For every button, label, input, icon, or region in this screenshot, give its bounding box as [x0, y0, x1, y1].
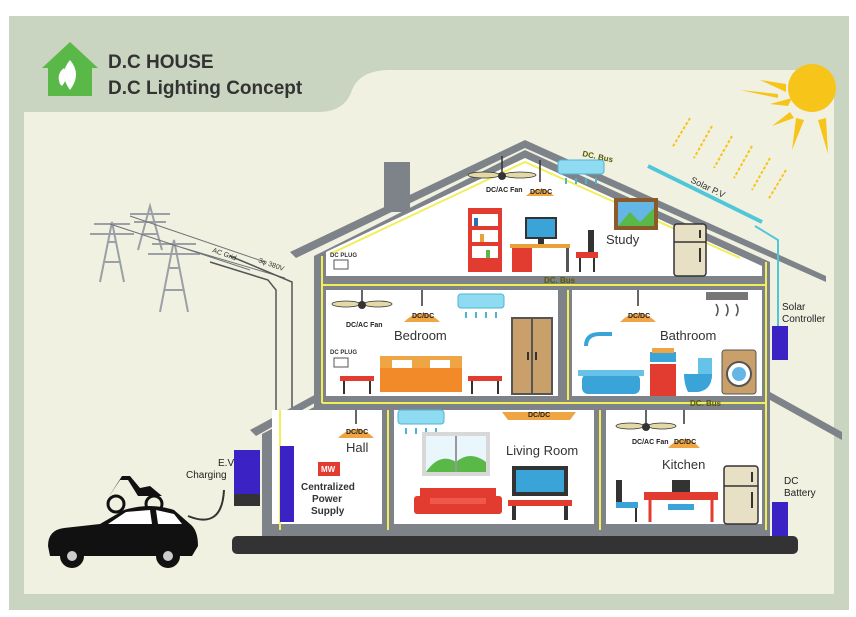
- dc-battery-label-2: Battery: [784, 488, 816, 499]
- ceiling-lamp-living-icon: [502, 412, 576, 420]
- ceiling-lamp-bedroom-icon: [404, 290, 440, 322]
- lamp-hall-label: DC/DC: [346, 429, 368, 436]
- ceiling-fan-bedroom-icon: [331, 290, 393, 309]
- bathroom-cabinet-icon: [650, 348, 676, 396]
- dining-table-icon: [616, 480, 718, 522]
- bed-icon: [380, 356, 462, 392]
- dc-bus-mid-label: DC. Bus: [544, 276, 576, 285]
- dc-plug-attic-icon: [333, 259, 349, 270]
- room-label-hall: Hall: [346, 440, 369, 455]
- refrigerator-attic-icon: [673, 223, 707, 277]
- wall-picture-icon: [614, 198, 658, 230]
- sofa-icon: [414, 488, 502, 514]
- exhaust-fan-icon: [706, 292, 748, 317]
- fan-kitchen-label: DC/AC Fan: [632, 439, 669, 446]
- ev-charger-icon: [234, 450, 260, 498]
- air-conditioner-bedroom-icon: [457, 293, 505, 318]
- room-label-bathroom: Bathroom: [660, 328, 716, 343]
- house-logo-icon: [42, 42, 98, 96]
- chair-icon: [576, 230, 598, 272]
- bookshelf-icon: [468, 208, 502, 272]
- window-icon: [422, 432, 490, 476]
- dc-battery-icon: [772, 502, 788, 536]
- motorcycle-icon: [106, 476, 164, 514]
- car-icon: [48, 506, 198, 568]
- refrigerator-kitchen-icon: [723, 465, 759, 525]
- lamp-bathroom-label: DC/DC: [628, 313, 650, 320]
- ceiling-lamp-bathroom-icon: [620, 290, 656, 322]
- title-line2: D.C Lighting Concept: [108, 78, 303, 99]
- three-phase-line: [229, 255, 293, 450]
- power-supply-unit-icon: [280, 446, 294, 522]
- lamp-bedroom-label: DC/DC: [412, 313, 434, 320]
- lamp-living-label: DC/DC: [528, 412, 550, 419]
- room-label-study: Study: [606, 232, 640, 247]
- wardrobe-icon: [511, 317, 553, 395]
- bathtub-icon: [578, 332, 644, 394]
- dc-battery-label-1: DC: [784, 476, 798, 487]
- floor-base: [232, 536, 798, 554]
- fan-attic-label: DC/AC Fan: [486, 187, 523, 194]
- sun-icon: [740, 64, 836, 154]
- psu-brand-label: MW: [321, 465, 336, 474]
- power-tower-icon: [90, 202, 286, 313]
- ev-charging-cord: [187, 489, 225, 521]
- bedside-table-left-icon: [340, 376, 374, 394]
- title-line1: D.C HOUSE: [108, 52, 214, 73]
- bms-label: BMS: [238, 498, 254, 505]
- dc-plug-bedroom-icon: [333, 357, 349, 368]
- solar-controller-icon: [772, 326, 788, 360]
- dc-bus-low-label: DC. Bus: [690, 399, 722, 408]
- room-label-bedroom: Bedroom: [394, 328, 447, 343]
- solar-controller-label-1: Solar: [782, 302, 806, 313]
- psu-label-1: Centralized: [301, 482, 355, 493]
- psu-label-2: Power: [312, 494, 342, 505]
- solar-panel-icon: [647, 164, 763, 224]
- dc-plug-bedroom-label: DC PLUG: [330, 350, 357, 356]
- psu-label-3: Supply: [311, 506, 345, 517]
- washing-machine-icon: [721, 349, 757, 395]
- ev-charging-label-2: Charging: [186, 470, 227, 481]
- ceiling-lamp-kitchen-icon: [668, 410, 700, 448]
- lamp-kitchen-label: DC/DC: [674, 439, 696, 446]
- solar-controller-label-2: Controller: [782, 314, 826, 325]
- ac-grid-line: [209, 261, 277, 450]
- room-label-kitchen: Kitchen: [662, 457, 705, 472]
- sun-rays-icon: [671, 117, 787, 201]
- room-label-living: Living Room: [506, 443, 578, 458]
- air-conditioner-attic-icon: [557, 159, 605, 184]
- meanwell-logo: MW: [318, 462, 340, 476]
- ceiling-fan-attic-icon: [467, 156, 537, 180]
- bedside-table-right-icon: [468, 376, 502, 394]
- solar-cable: [754, 225, 779, 330]
- ceiling-lamp-hall-icon: [338, 410, 374, 438]
- toilet-icon: [684, 358, 712, 392]
- ceiling-fan-kitchen-icon: [615, 410, 677, 431]
- air-conditioner-living-icon: [397, 409, 445, 434]
- television-icon: [508, 466, 572, 520]
- lamp-attic-label: DC/DC: [530, 189, 552, 196]
- study-desk-icon: [510, 217, 570, 272]
- dc-plug-attic-label: DC PLUG: [330, 253, 357, 259]
- fan-bedroom-label: DC/AC Fan: [346, 322, 383, 329]
- ev-charging-label-1: E.V: [218, 458, 234, 469]
- ceiling-lamp-attic-icon: [526, 160, 554, 196]
